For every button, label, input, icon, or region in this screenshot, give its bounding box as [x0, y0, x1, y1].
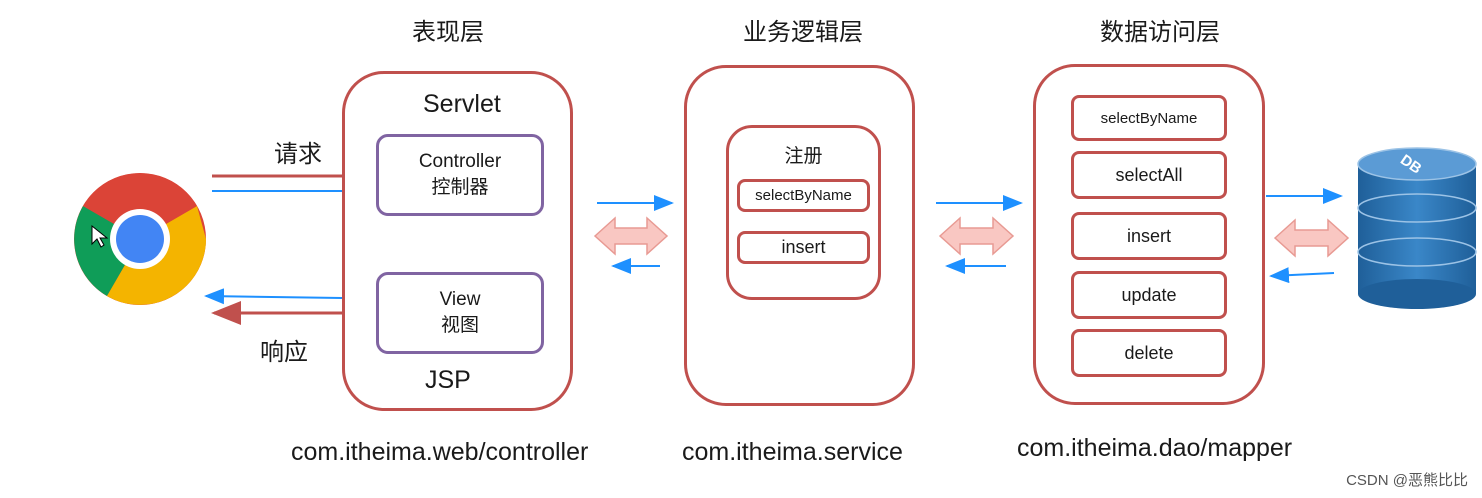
view-label: View: [439, 289, 481, 310]
web-service-double-arrow: [593, 216, 669, 256]
view-cn-label: 视图: [440, 315, 479, 336]
controller-box: Controller 控制器: [376, 134, 544, 216]
response-blue-arrow: [204, 288, 343, 305]
mapper-method-delete: delete: [1071, 329, 1227, 377]
mouse-cursor-icon: [91, 224, 109, 248]
business-layer-title: 业务逻辑层: [743, 19, 863, 46]
presentation-layer-box: [342, 71, 573, 411]
servlet-label: Servlet: [423, 90, 501, 118]
db-to-dao-blue-arrow: [1269, 267, 1335, 284]
mapper-method-select-all: selectAll: [1071, 151, 1227, 199]
chrome-browser-icon: [74, 173, 206, 305]
request-label: 请求: [274, 141, 322, 168]
jsp-label: JSP: [425, 366, 471, 394]
register-group-box: [726, 125, 881, 300]
database-icon: [1357, 147, 1477, 309]
view-box: View 视图: [376, 272, 544, 354]
web-package-label: com.itheima.web/controller: [291, 438, 589, 466]
register-label: 注册: [784, 146, 823, 167]
controller-cn-label: 控制器: [431, 177, 489, 198]
service-method-insert: insert: [737, 231, 870, 264]
service-package-label: com.itheima.service: [682, 438, 903, 466]
mapper-method-update: update: [1071, 271, 1227, 319]
service-method-select-by-name: selectByName: [737, 179, 870, 212]
mapper-method-select-by-name: selectByName: [1071, 95, 1227, 141]
data-access-layer-title: 数据访问层: [1100, 19, 1220, 46]
watermark: CSDN @恶熊比比: [1346, 472, 1468, 489]
controller-label: Controller: [418, 151, 502, 172]
service-dao-double-arrow: [938, 216, 1015, 256]
mapper-method-insert: insert: [1071, 212, 1227, 260]
response-label: 响应: [260, 339, 308, 366]
dao-db-double-arrow: [1273, 218, 1350, 258]
presentation-layer-title: 表现层: [412, 19, 484, 46]
dao-package-label: com.itheima.dao/mapper: [1017, 434, 1293, 462]
